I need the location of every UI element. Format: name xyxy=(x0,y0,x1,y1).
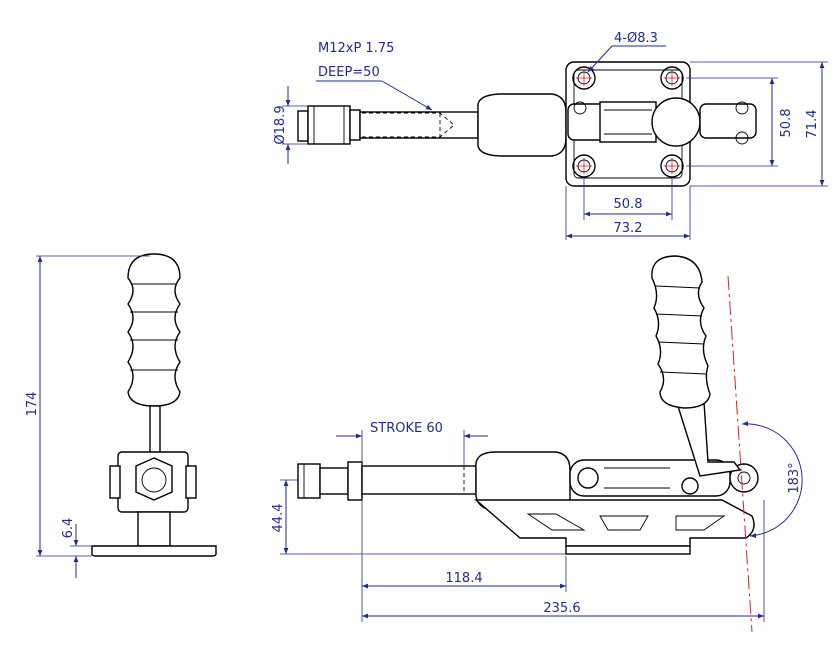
handle-angle-label: 183° xyxy=(787,462,802,493)
base-thickness-label: 6.4 xyxy=(61,518,76,539)
base-width-inner-label: 50.8 xyxy=(614,197,643,212)
top-view: Ø18.9 M12xP 1.75 DEEP=50 4-Ø8.3 50.8 71.… xyxy=(273,31,828,240)
center-height-label: 44.4 xyxy=(271,504,286,533)
thread-note-line2: DEEP=50 xyxy=(318,65,380,80)
rod-diameter-label: Ø18.9 xyxy=(273,105,288,144)
overall-length-label: 235.6 xyxy=(543,601,580,616)
total-height-label: 174 xyxy=(25,392,40,417)
hole-note-label: 4-Ø8.3 xyxy=(614,31,658,46)
length-to-base-label: 118.4 xyxy=(445,571,482,586)
front-view: STROKE 60 44.4 118.4 235.6 183° xyxy=(271,255,803,633)
mounting-holes xyxy=(572,66,684,178)
base-width-outer-label: 73.2 xyxy=(614,221,643,236)
stroke-label: STROKE 60 xyxy=(370,421,443,436)
side-view: 174 6.4 xyxy=(25,253,217,578)
base-height-inner-label: 50.8 xyxy=(779,109,794,138)
thread-note-line1: M12xP 1.75 xyxy=(318,41,394,56)
base-height-outer-label: 71.4 xyxy=(805,110,820,139)
